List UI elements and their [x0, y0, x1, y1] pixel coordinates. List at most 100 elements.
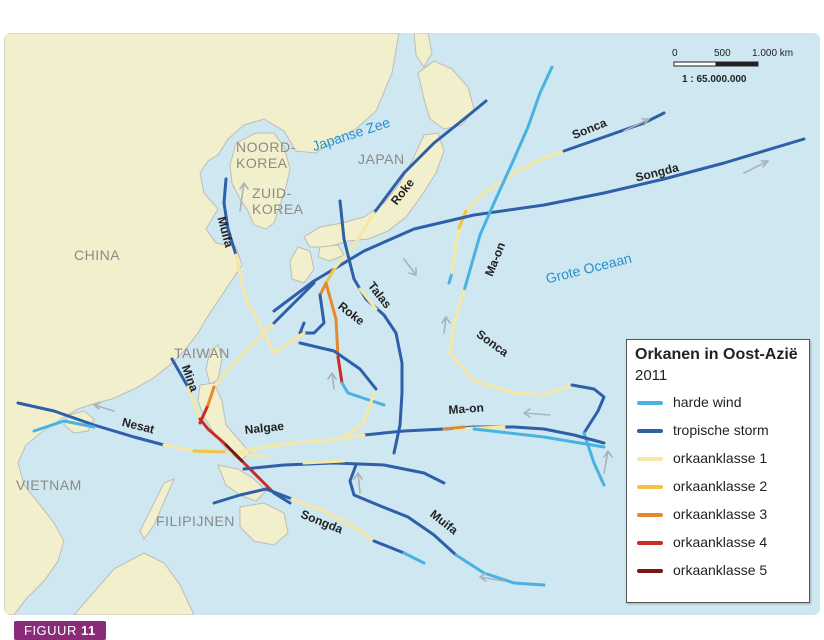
figure-label: FIGUUR 11 [14, 621, 106, 640]
track-mina [170, 357, 190, 389]
track-muifa [348, 463, 458, 557]
track-roke [212, 321, 276, 389]
land-sakhalin [413, 33, 433, 68]
legend-swatch [637, 401, 663, 405]
direction-arrow [403, 258, 417, 276]
legend-item-orkaanklasse-2: orkaanklasse 2 [635, 476, 805, 498]
track-roke [198, 403, 210, 425]
track-ma-on [462, 65, 554, 293]
track-muifa [242, 461, 446, 485]
legend-item-tropische-storm: tropische storm [635, 420, 805, 442]
country-label-china: CHINA [74, 247, 121, 263]
country-label-vietnam: VIETNAM [16, 477, 82, 493]
country-label-taiwan: TAIWAN [174, 345, 230, 361]
track-muifa [272, 331, 306, 355]
track-sonca [562, 111, 666, 153]
country-label-zuid-korea: ZUID- KOREA [252, 185, 304, 217]
country-label-japan: JAPAN [358, 151, 405, 167]
land-shikoku [317, 244, 345, 262]
country-label-filipijnen: FILIPIJNEN [156, 513, 235, 529]
track-sonca [457, 209, 468, 230]
storm-label-ma-on: Ma-on [448, 400, 485, 417]
map-canvas: 0 500 1.000 km 1 : 65.000.000 CHINA NOOR… [4, 33, 820, 615]
track-muifa [454, 553, 546, 587]
land-palawan [139, 478, 175, 540]
track-nesat [32, 419, 96, 433]
legend-item-label: orkaanklasse 5 [673, 562, 768, 578]
track-mina [186, 385, 202, 421]
direction-arrow [353, 472, 363, 494]
track-roke [332, 211, 376, 271]
legend-swatch [637, 429, 663, 433]
track-muifa [302, 459, 346, 465]
legend-swatch [637, 457, 663, 461]
legend-item-orkaanklasse-1: orkaanklasse 1 [635, 448, 805, 470]
track-nesat [16, 401, 166, 447]
legend-swatch [637, 541, 663, 545]
track-roke [372, 99, 488, 215]
track-sonca [447, 271, 454, 285]
legend-item-label: harde wind [673, 394, 742, 410]
track-roke [298, 293, 326, 335]
track-songda [372, 539, 406, 555]
track-ma-on [448, 289, 574, 397]
track-nalgae [342, 391, 376, 439]
track-nalgae [472, 427, 606, 449]
land-asia [4, 33, 400, 615]
legend-item-orkaanklasse-5: orkaanklasse 5 [635, 560, 805, 582]
legend: Orkanen in Oost-Azië 2011 harde wind tro… [626, 339, 810, 603]
legend-item-harde-wind: harde wind [635, 392, 805, 414]
track-roke [318, 281, 340, 359]
direction-arrow [93, 402, 115, 412]
scale-tick-0: 0 [672, 48, 678, 59]
track-songda [272, 137, 806, 313]
track-nalgae [232, 433, 366, 455]
legend-item-label: orkaanklasse 4 [673, 534, 768, 550]
direction-arrow [479, 572, 505, 582]
direction-arrow [327, 372, 337, 390]
track-nalgae [298, 341, 378, 391]
scale-ratio: 1 : 65.000.000 [682, 74, 747, 85]
legend-item-label: orkaanklasse 1 [673, 450, 768, 466]
land-korea [229, 132, 291, 230]
direction-arrow [603, 450, 613, 474]
land-kyushu [289, 246, 315, 284]
direction-arrow [523, 408, 551, 418]
track-talas [358, 287, 378, 311]
track-songda [212, 487, 294, 505]
direction-arrow [743, 160, 769, 174]
legend-item-orkaanklasse-3: orkaanklasse 3 [635, 504, 805, 526]
track-roke [206, 385, 216, 407]
legend-swatch [637, 569, 663, 573]
scale-bar: 0 500 1.000 km 1 : 65.000.000 [664, 48, 812, 92]
track-songda [402, 551, 426, 565]
track-mina [224, 443, 244, 463]
figure-label-number: 11 [80, 623, 96, 638]
track-nalgae [442, 425, 466, 431]
track-nesat [192, 449, 226, 454]
legend-item-label: orkaanklasse 3 [673, 506, 768, 522]
direction-arrow [623, 118, 650, 132]
legend-swatch [637, 513, 663, 517]
legend-year: 2011 [635, 367, 668, 384]
track-talas [338, 199, 404, 455]
legend-item-label: orkaanklasse 2 [673, 478, 768, 494]
track-songda [290, 497, 376, 543]
track-roke [336, 355, 344, 385]
legend-title: Orkanen in Oost-Azië [635, 346, 798, 363]
land-mindanao [239, 502, 289, 546]
scale-tick-500: 500 [714, 48, 731, 59]
track-sonca [450, 149, 566, 275]
direction-arrow [441, 316, 451, 334]
direction-arrow [239, 182, 249, 212]
legend-item-orkaanklasse-4: orkaanklasse 4 [635, 532, 805, 554]
track-ma-on [570, 383, 606, 435]
scale-tick-1000: 1.000 km [752, 48, 794, 59]
track-muifa [222, 177, 238, 257]
land-borneo [73, 552, 195, 615]
figure-label-prefix: FIGUUR [24, 623, 81, 638]
track-roke [324, 267, 336, 285]
country-label-noord-korea: NOORD- KOREA [236, 139, 296, 171]
legend-item-label: tropische storm [673, 422, 769, 438]
